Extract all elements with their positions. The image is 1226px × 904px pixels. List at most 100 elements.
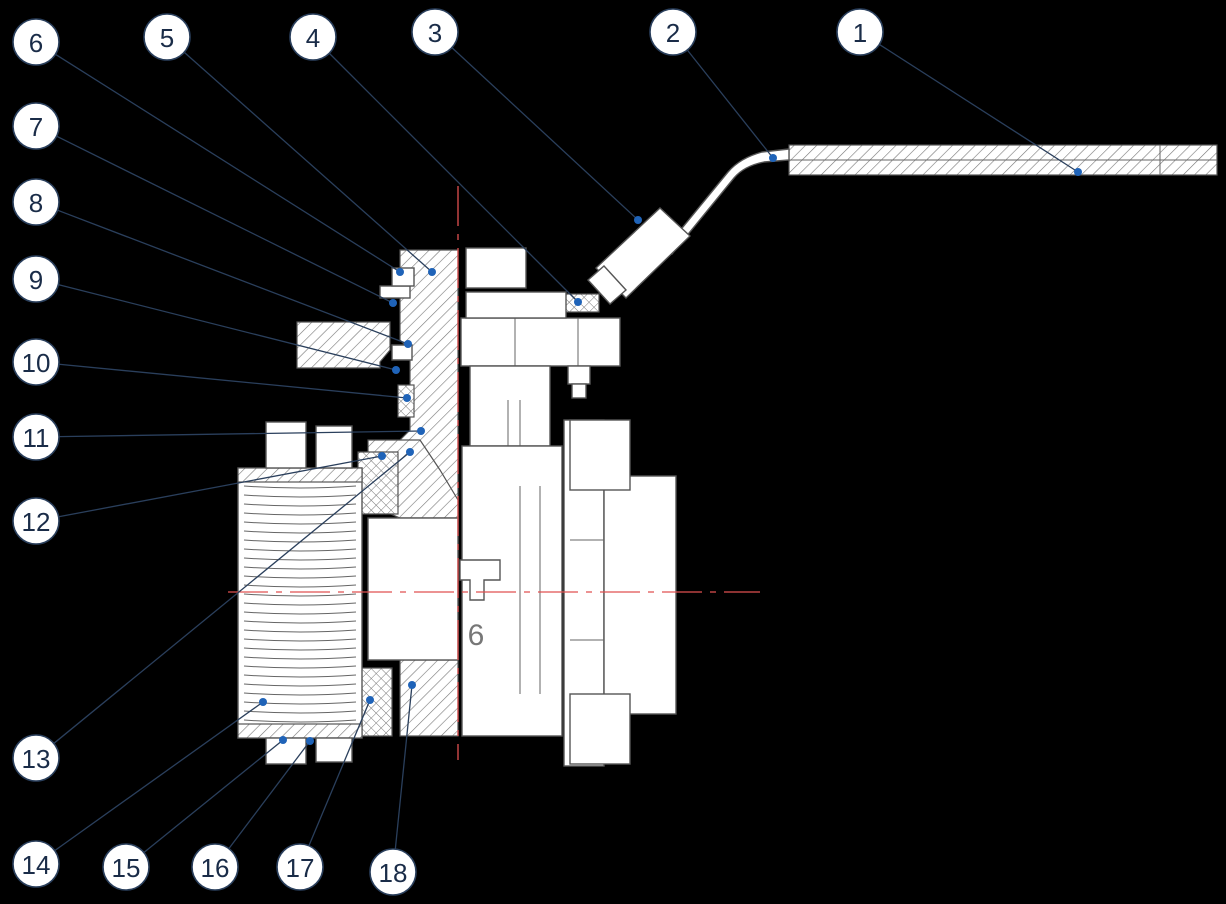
leader-dot-7 [389, 299, 397, 307]
leader-dot-6 [396, 268, 404, 276]
balloon-label: 12 [22, 507, 51, 537]
body-marking: 6 [468, 619, 485, 652]
balloon-label: 7 [29, 112, 43, 142]
leader-dot-16 [306, 737, 314, 745]
leader-dot-18 [408, 681, 416, 689]
leader-dot-4 [574, 298, 582, 306]
body-section [357, 439, 459, 737]
balloon-label: 5 [160, 23, 174, 53]
thread-line [243, 683, 357, 687]
thread-line [243, 719, 357, 723]
balloon-3: 3 [411, 8, 459, 56]
leader-dot-3 [634, 216, 642, 224]
stop-arm [296, 321, 391, 369]
balloon-7: 7 [12, 102, 60, 150]
handle-sleeve [586, 207, 692, 305]
valve-drawing: 6 [228, 144, 1218, 767]
thread-line [243, 611, 357, 615]
leader-dot-1 [1074, 168, 1082, 176]
balloon-label: 14 [22, 850, 51, 880]
leader-line-11 [58, 430, 422, 438]
balloon-6: 6 [12, 18, 60, 66]
leader-line-3 [451, 47, 639, 221]
thread-line [243, 692, 357, 696]
leader-dot-14 [259, 698, 267, 706]
thread-lines [243, 485, 357, 723]
leader-line-6 [55, 53, 401, 273]
balloon-label: 18 [379, 858, 408, 888]
balloon-5: 5 [143, 13, 191, 61]
balloon-1: 1 [836, 8, 884, 56]
thread-line [243, 593, 357, 597]
right-end-cap [563, 419, 677, 767]
thread-line [243, 521, 357, 525]
thread-line [243, 557, 357, 561]
thread-line [243, 638, 357, 642]
balloon-label: 6 [29, 28, 43, 58]
leader-line-9 [58, 284, 397, 371]
thread-line [243, 548, 357, 552]
balloon-label: 2 [666, 18, 680, 48]
leader-dot-2 [769, 154, 777, 162]
balloon-12: 12 [12, 497, 60, 545]
svg-text:6: 6 [468, 619, 485, 652]
balloon-13: 13 [12, 734, 60, 782]
balloon-label: 10 [22, 348, 51, 378]
leader-line-12 [58, 455, 383, 518]
leader-dot-8 [404, 340, 412, 348]
leader-line-16 [228, 740, 311, 850]
leader-dot-13 [406, 448, 414, 456]
leader-line-7 [56, 135, 394, 304]
thread-line [243, 512, 357, 516]
leader-dot-12 [378, 452, 386, 460]
leader-line-10 [58, 363, 408, 399]
thread-line [243, 710, 357, 714]
thread-line [243, 629, 357, 633]
leader-line-4 [328, 52, 579, 303]
leader-dot-5 [428, 268, 436, 276]
balloon-10: 10 [12, 338, 60, 386]
thread-line [243, 647, 357, 651]
leader-line-18 [394, 684, 413, 850]
balloon-label: 13 [22, 744, 51, 774]
thread-line [243, 584, 357, 588]
leader-line-14 [54, 701, 264, 852]
balloon-label: 4 [306, 23, 320, 53]
balloon-9: 9 [12, 255, 60, 303]
balloon-label: 9 [29, 265, 43, 295]
leader-dot-11 [417, 427, 425, 435]
balloon-2: 2 [649, 8, 697, 56]
balloon-11: 11 [12, 413, 60, 461]
balloon-label: 15 [112, 853, 141, 883]
balloon-17: 17 [276, 843, 324, 891]
balloon-16: 16 [191, 843, 239, 891]
thread-line [243, 674, 357, 678]
leader-dot-17 [366, 696, 374, 704]
thread-line [243, 701, 357, 705]
leader-line-8 [57, 209, 409, 345]
balloon-label: 16 [201, 853, 230, 883]
thread-line [243, 665, 357, 669]
balloon-label: 17 [286, 853, 315, 883]
thread-line [243, 620, 357, 624]
leader-line-2 [686, 49, 774, 159]
thread-line [243, 656, 357, 660]
handle-lever [662, 144, 1218, 255]
balloon-label: 3 [428, 18, 442, 48]
leader-line-13 [53, 451, 411, 744]
valve-body [459, 445, 563, 737]
leader-line-5 [183, 51, 433, 273]
thread-line [243, 575, 357, 579]
balloon-4: 4 [289, 13, 337, 61]
thread-line [243, 530, 357, 534]
balloon-label: 8 [29, 188, 43, 218]
thread-line [243, 503, 357, 507]
leader-line-15 [143, 739, 284, 854]
balloon-label: 1 [853, 18, 867, 48]
thread-line [243, 494, 357, 498]
leader-line-17 [308, 699, 371, 847]
balloon-14: 14 [12, 840, 60, 888]
thread-line [243, 485, 357, 489]
